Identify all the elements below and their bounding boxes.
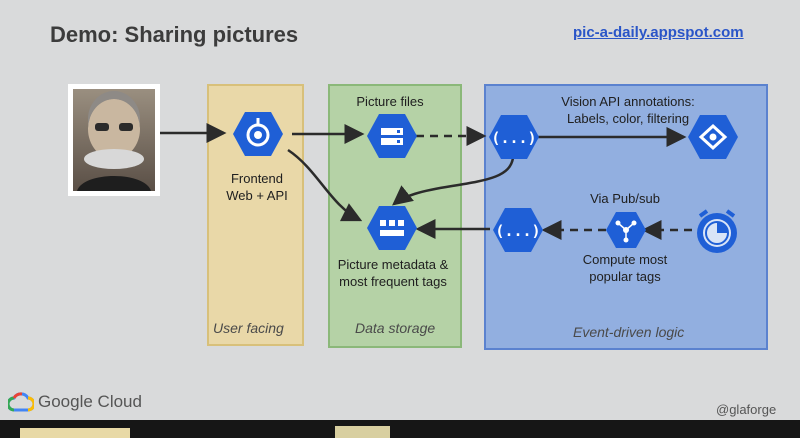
vision-annotations-label: Vision API annotations: Labels, color, f… (528, 93, 728, 127)
user-photo (68, 84, 160, 196)
picture-metadata-label: Picture metadata & most frequent tags (330, 256, 456, 290)
cloud-storage-icon (367, 114, 417, 158)
cloud-functions-icon: (...) (489, 115, 539, 159)
footer-brand: Google Cloud (38, 392, 142, 411)
frontend-label-line1: Frontend (230, 171, 284, 186)
compute-tags-label-line2: popular tags (589, 269, 661, 284)
zone-label-user-facing: User facing (213, 320, 284, 336)
stage-light (335, 426, 390, 438)
vision-annotations-label-line1: Vision API annotations: (561, 94, 695, 109)
compute-tags-label-line1: Compute most (582, 252, 668, 267)
picture-metadata-label-line1: Picture metadata & (337, 257, 449, 272)
arrow-frontend-to-metadata (287, 148, 363, 222)
zone-label-event-driven-logic: Event-driven logic (573, 324, 685, 340)
picture-files-label: Picture files (356, 94, 424, 109)
stage-light (20, 428, 130, 438)
arrow-function-to-metadata (392, 157, 515, 206)
user-photo-image (73, 89, 155, 191)
frontend-label: Frontend Web + API (214, 170, 300, 204)
pubsub-label: Via Pub/sub (590, 191, 660, 206)
svg-text:(...): (...) (491, 129, 536, 147)
picture-metadata-label-line2: most frequent tags (339, 274, 447, 289)
vision-api-icon (688, 115, 738, 159)
cloud-scheduler-icon (697, 209, 737, 253)
vision-annotations-label-line2: Labels, color, filtering (566, 111, 690, 126)
frontend-label-line2: Web + API (226, 188, 288, 203)
app-engine-icon (233, 112, 283, 156)
pubsub-icon (606, 212, 646, 248)
zone-label-data-storage: Data storage (355, 320, 436, 336)
stage-edge (0, 420, 800, 438)
google-cloud-logo-icon (8, 392, 34, 412)
cloud-functions-icon: (...) (493, 208, 543, 252)
slide-title: Demo: Sharing pictures (50, 22, 299, 47)
svg-text:(...): (...) (495, 222, 540, 240)
compute-tags-label: Compute most popular tags (565, 251, 685, 285)
footer-handle: @glaforge (716, 402, 777, 417)
demo-link[interactable]: pic-a-daily.appspot.com (573, 24, 744, 41)
firestore-icon (367, 206, 417, 250)
